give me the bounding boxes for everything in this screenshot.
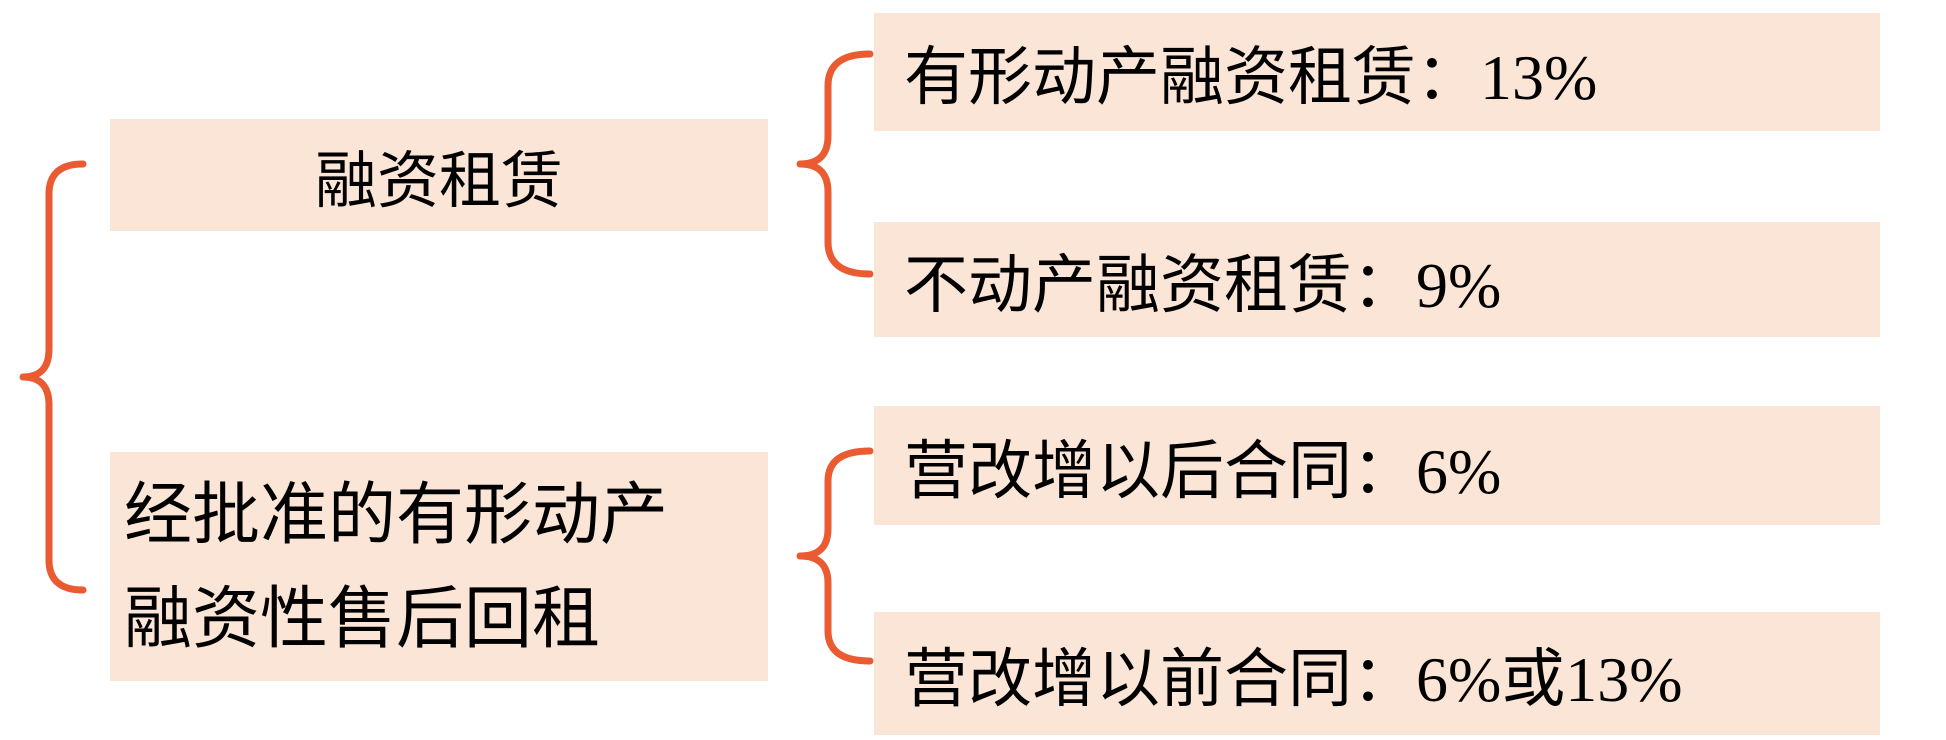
node-contract-before-reform-rate-label: 营改增以前合同：6%或13% — [904, 643, 1683, 715]
node-contract-after-reform-rate: 营改增以后合同：6% — [874, 406, 1880, 525]
node-tangible-movable-lease-rate: 有形动产融资租赁：13% — [874, 13, 1880, 131]
node-real-estate-lease-rate: 不动产融资租赁：9% — [874, 222, 1880, 337]
node-approved-sale-leaseback-line1: 经批准的有形动产 — [124, 476, 669, 553]
node-contract-after-reform-rate-label: 营改增以后合同：6% — [904, 435, 1502, 507]
node-contract-before-reform-rate: 营改增以前合同：6%或13% — [874, 612, 1880, 735]
node-tangible-movable-lease-rate-label: 有形动产融资租赁：13% — [904, 42, 1598, 113]
node-approved-sale-leaseback-line2: 融资性售后回租 — [124, 580, 601, 657]
node-financing-lease: 融资租赁 — [110, 119, 768, 231]
sale-leaseback-brace-icon — [796, 447, 874, 665]
node-approved-sale-leaseback: 经批准的有形动产 融资性售后回租 — [110, 452, 768, 681]
node-financing-lease-label: 融资租赁 — [314, 148, 563, 216]
financing-lease-brace-icon — [796, 50, 874, 278]
root-brace-icon — [19, 160, 87, 594]
node-real-estate-lease-rate-label: 不动产融资租赁：9% — [904, 249, 1502, 321]
